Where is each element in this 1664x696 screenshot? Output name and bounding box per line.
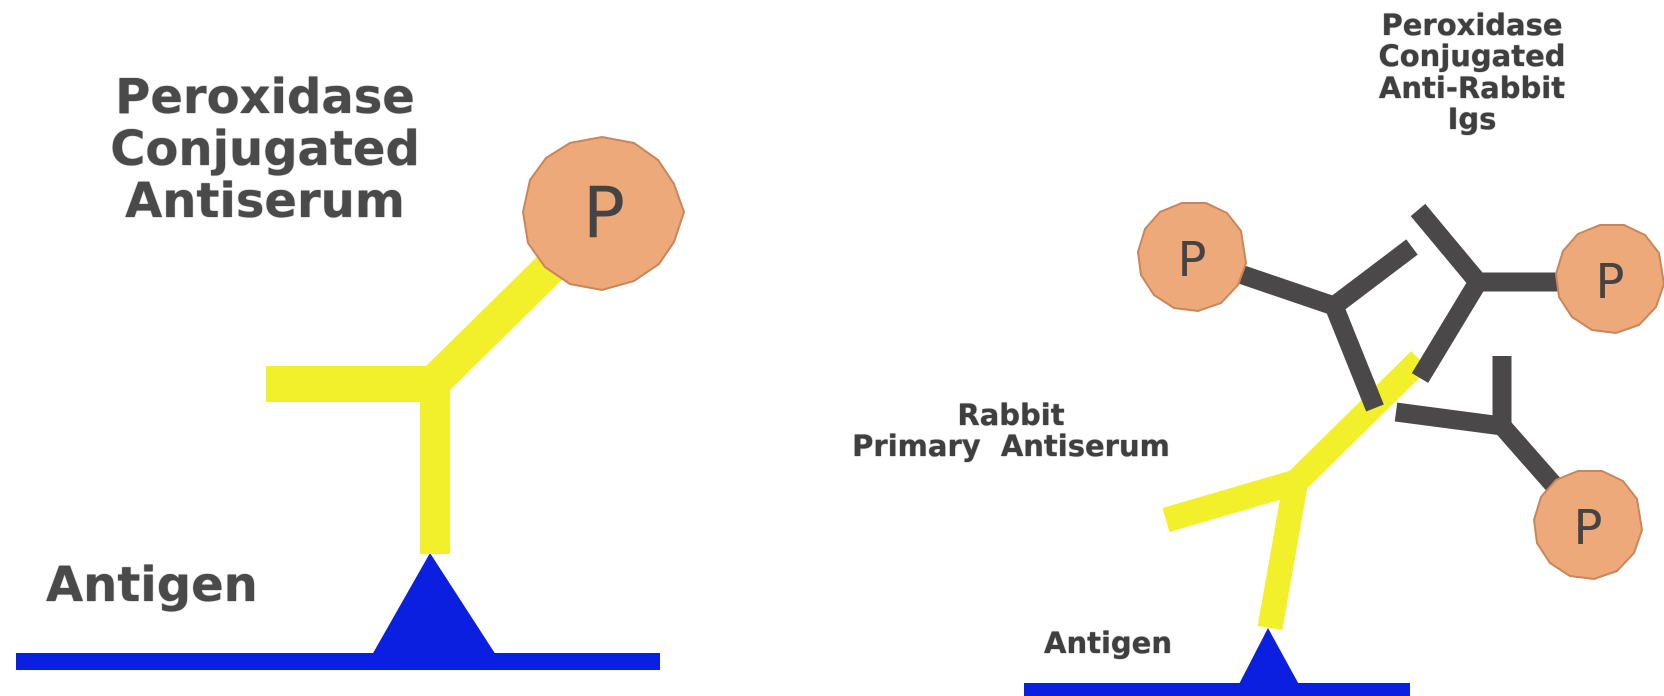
right-enzyme-label: Peroxidase Conjugated Anti-Rabbit Igs	[1344, 10, 1600, 135]
secondary-1-arm-b	[1240, 274, 1334, 306]
right-enzyme-label-line-1: Peroxidase	[1344, 10, 1600, 41]
right-antigen-label: Antigen	[1044, 628, 1172, 659]
peroxidase-3-letter: P	[1574, 500, 1603, 556]
right-peroxidase-1: P	[1138, 203, 1246, 311]
peroxidase-1-letter: P	[1178, 232, 1207, 288]
left-peroxidase-letter: P	[583, 172, 625, 254]
right-peroxidase-2: P	[1556, 225, 1664, 333]
left-enzyme-label-line-2: Conjugated	[60, 124, 470, 176]
secondary-3-arm-a	[1396, 412, 1502, 426]
right-primary-label: Rabbit Primary Antiserum	[796, 400, 1226, 463]
right-enzyme-label-line-2: Conjugated	[1344, 41, 1600, 72]
left-enzyme-label-line-1: Peroxidase	[60, 72, 470, 124]
secondary-1-arm-a	[1334, 306, 1375, 408]
secondary-2-arm-b	[1418, 210, 1478, 282]
secondary-2-arm-a	[1420, 282, 1478, 378]
right-peroxidase-3: P	[1534, 471, 1642, 579]
left-conjugated-antibody	[266, 260, 558, 554]
right-antigen-baseline	[1024, 683, 1410, 696]
left-enzyme-label: Peroxidase Conjugated Antiserum	[60, 72, 470, 227]
left-antigen-triangle	[372, 553, 496, 655]
right-primary-label-line-1: Rabbit	[796, 400, 1226, 431]
peroxidase-2-letter: P	[1596, 254, 1625, 310]
left-enzyme-label-line-3: Antiserum	[60, 176, 470, 228]
left-antigen-label: Antigen	[46, 560, 258, 612]
secondary-1-arm-c	[1334, 247, 1412, 306]
left-antibody-left-arm	[266, 366, 450, 402]
left-antibody-stem	[420, 388, 450, 554]
right-enzyme-label-line-4: Igs	[1344, 104, 1600, 135]
secondary-antibody-2	[1418, 210, 1582, 378]
primary-antibody-left-arm	[1166, 482, 1296, 520]
right-primary-label-line-2: Primary Antiserum	[796, 431, 1226, 462]
left-peroxidase: P	[523, 137, 684, 290]
left-antibody-right-arm	[435, 260, 558, 381]
secondary-3-arm-c	[1502, 426, 1560, 492]
right-antigen-triangle	[1236, 628, 1302, 690]
right-enzyme-label-line-3: Anti-Rabbit	[1344, 73, 1600, 104]
left-antigen-baseline	[16, 653, 660, 670]
primary-antibody-stem	[1270, 480, 1296, 628]
